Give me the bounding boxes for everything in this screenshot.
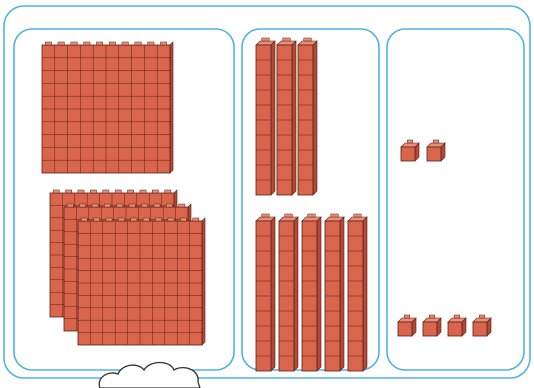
ten-rod-block [348, 214, 367, 371]
ten-rod-block [298, 38, 317, 195]
ten-rod-block [279, 214, 298, 371]
ten-rod-block [256, 214, 275, 371]
ten-rod-block [256, 38, 275, 195]
hundred-flat-block [42, 42, 173, 173]
hundred-flat-block [78, 218, 205, 345]
ten-rod-block [325, 214, 344, 371]
ten-rod-block [302, 214, 321, 371]
ten-rod-block [277, 38, 296, 195]
